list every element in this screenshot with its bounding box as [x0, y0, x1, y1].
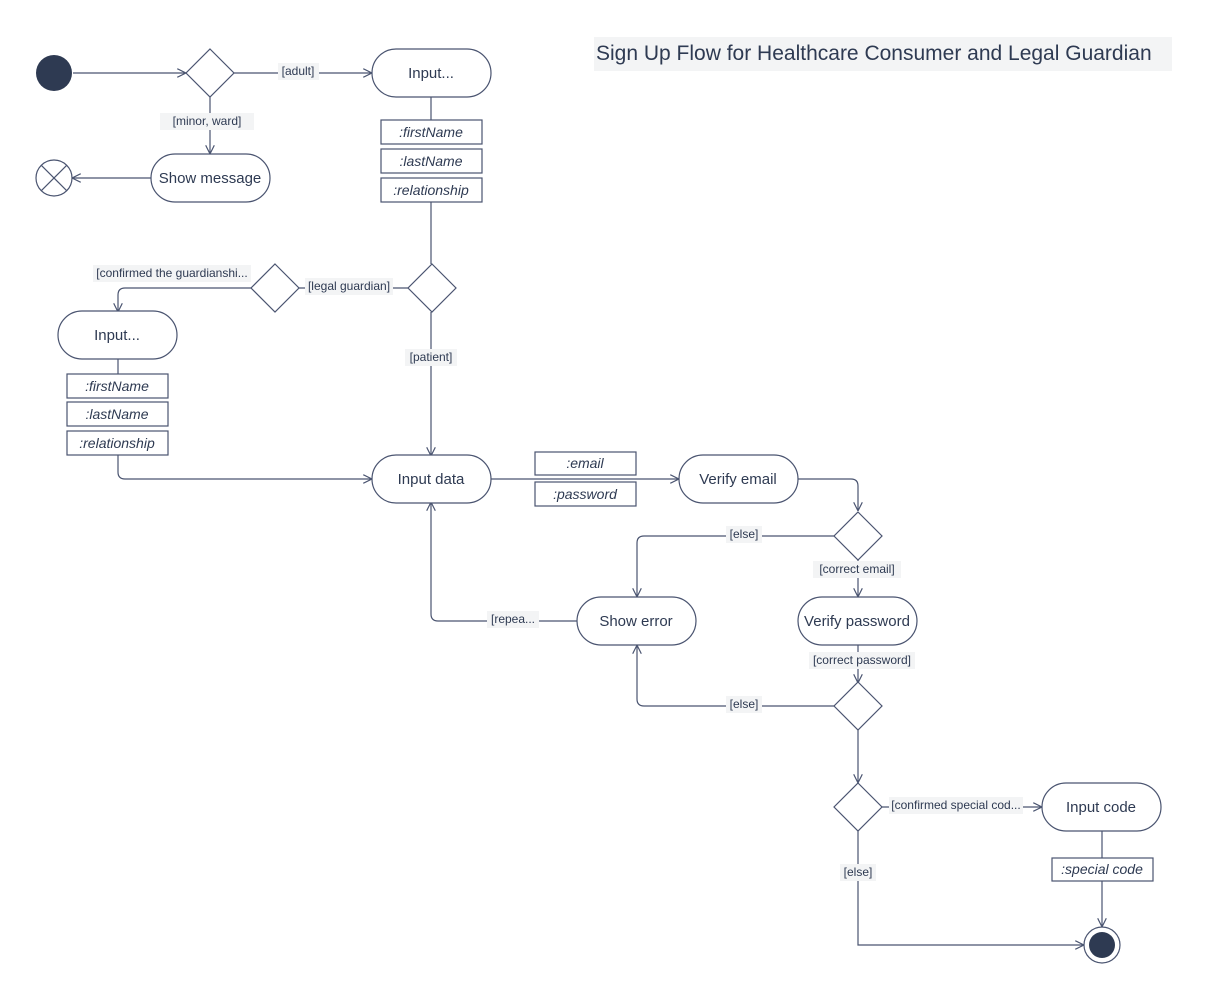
action-label: Input... — [94, 327, 140, 344]
guard-legal-guardian: [legal guardian] — [305, 278, 393, 295]
diagram-title: Sign Up Flow for Healthcare Consumer and… — [594, 37, 1172, 71]
pin-label: :relationship — [393, 182, 469, 198]
flow-final-node — [35, 159, 73, 197]
pin-left-last-name: :lastName — [66, 401, 169, 427]
initial-node — [36, 55, 72, 91]
edge-repeat — [431, 503, 577, 622]
svg-text:[confirmed special cod...: [confirmed special cod... — [891, 798, 1020, 812]
action-show-error: Show error — [576, 596, 697, 646]
edge-verify-email-to-decision — [798, 478, 858, 510]
guard-correct-email: [correct email] — [813, 561, 901, 578]
action-input-data: Input data — [371, 454, 492, 504]
pin-top-first-name: :firstName — [380, 119, 483, 145]
edge-left-pins-to-input-data — [117, 455, 371, 479]
pin-label: :firstName — [399, 124, 463, 140]
action-label: Show error — [599, 613, 672, 630]
activity-final-node — [1083, 926, 1121, 964]
svg-text:[repea...: [repea... — [491, 612, 535, 626]
svg-text:[correct password]: [correct password] — [813, 653, 911, 667]
pin-label: :firstName — [85, 378, 149, 394]
guard-else-code: [else] — [840, 864, 876, 881]
pin-label: :email — [566, 455, 604, 471]
decision-password — [833, 681, 883, 731]
svg-text:[patient]: [patient] — [410, 350, 453, 364]
pin-email: :email — [534, 451, 637, 476]
pin-left-first-name: :firstName — [66, 373, 169, 399]
svg-text:[legal guardian]: [legal guardian] — [308, 279, 390, 293]
svg-text:[adult]: [adult] — [282, 64, 315, 78]
pin-special-code: :special code — [1051, 857, 1154, 882]
pin-label: :lastName — [85, 406, 148, 422]
action-label: Verify email — [699, 471, 777, 488]
guard-adult: [adult] — [278, 63, 319, 80]
pin-password: :password — [534, 481, 637, 507]
action-label: Show message — [159, 170, 262, 187]
guard-patient: [patient] — [405, 349, 457, 366]
action-label: Input... — [408, 65, 454, 82]
svg-text:[else]: [else] — [730, 697, 759, 711]
decision-special-code — [833, 782, 883, 832]
pin-label: :password — [553, 486, 618, 502]
action-label: Input code — [1066, 799, 1136, 816]
decision-age — [185, 48, 235, 98]
action-verify-email: Verify email — [678, 454, 799, 504]
guard-else-password: [else] — [726, 696, 762, 713]
svg-text:[else]: [else] — [730, 527, 759, 541]
pin-left-relationship: :relationship — [66, 430, 169, 456]
pin-top-relationship: :relationship — [380, 177, 483, 203]
edge-else-password — [637, 646, 834, 707]
guard-repeat: [repea... — [487, 611, 539, 628]
edge-else-code — [857, 831, 1083, 945]
guard-confirmed-guardianship: [confirmed the guardianshi... — [93, 265, 251, 282]
guard-confirmed-special-code: [confirmed special cod... — [889, 797, 1023, 814]
pin-top-last-name: :lastName — [380, 148, 483, 174]
pin-label: :special code — [1061, 861, 1143, 877]
svg-text:[confirmed the guardianshi...: [confirmed the guardianshi... — [96, 266, 247, 280]
edges — [73, 73, 1102, 945]
guard-correct-password: [correct password] — [809, 652, 915, 669]
edge-confirmed-guardianship — [118, 287, 251, 311]
decision-email — [833, 511, 883, 561]
action-input-top: Input... — [371, 48, 492, 98]
action-verify-password: Verify password — [797, 596, 918, 646]
guard-minor-ward: [minor, ward] — [160, 113, 254, 130]
pin-label: :relationship — [79, 435, 155, 451]
action-label: Input data — [398, 471, 465, 488]
decision-guardianship — [250, 263, 300, 313]
edge-else-email — [637, 535, 834, 596]
action-show-message: Show message — [150, 153, 271, 203]
svg-text:[minor, ward]: [minor, ward] — [173, 114, 242, 128]
action-input-code: Input code — [1041, 782, 1162, 832]
svg-text:[else]: [else] — [844, 865, 873, 879]
action-input-left: Input... — [57, 310, 178, 360]
pin-label: :lastName — [399, 153, 462, 169]
svg-text:[correct email]: [correct email] — [819, 562, 894, 576]
guard-else-email: [else] — [726, 526, 762, 543]
decision-role — [407, 263, 457, 313]
action-label: Verify password — [804, 613, 910, 630]
